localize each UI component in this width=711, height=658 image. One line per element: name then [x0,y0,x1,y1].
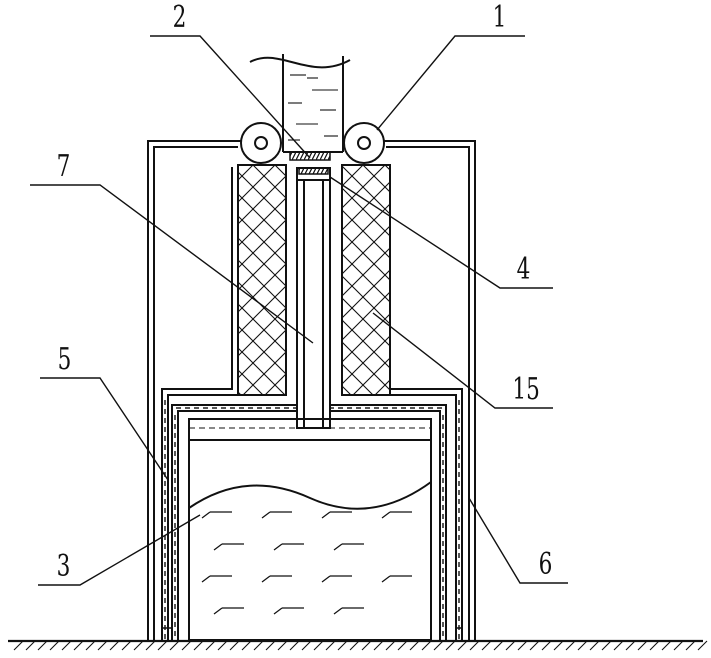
liquid-surface-marks [202,512,412,614]
label-3: 3 [57,550,71,584]
ground [8,641,707,650]
roller-left [241,123,281,163]
jacket-dashes [165,400,459,639]
label-5: 5 [58,343,72,377]
label-15: 15 [512,373,539,407]
label-1: 1 [493,1,507,35]
vessel [189,419,431,640]
label-4: 4 [517,253,531,287]
central-column [286,165,342,428]
label-7: 7 [57,150,71,184]
label-2: 2 [173,1,187,35]
label-6: 6 [539,548,553,582]
